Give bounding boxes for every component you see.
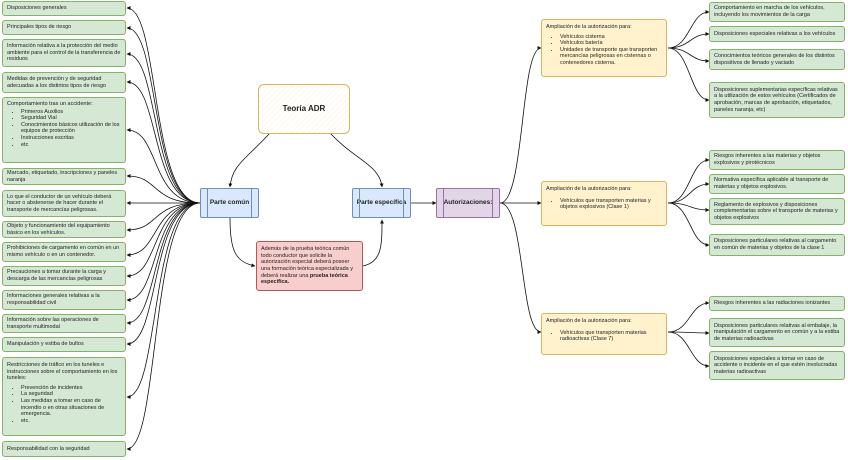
left-item-10: Informaciones generales relativas a la r… — [2, 290, 126, 310]
right-item-5-text: Normativa específica aplicable al transp… — [714, 177, 829, 190]
right-item-3-text: Disposiciones suplementarias específicas… — [714, 86, 838, 113]
left-item-11: Información sobre las operaciones de tra… — [2, 314, 126, 333]
right-item-4: Riesgos inherentes a las materias y obje… — [709, 150, 845, 170]
left-item-14-text: Responsabilidad con la seguridad — [7, 445, 90, 452]
extension-node-0: Ampliación de la autorización para: Vehí… — [541, 19, 667, 77]
left-item-14: Responsabilidad con la seguridad — [2, 441, 126, 457]
right-item-10: Disposiciones especiales a tomar en caso… — [709, 351, 845, 380]
right-item-4-text: Riesgos inherentes a las materias y obje… — [714, 153, 821, 166]
diagram-title-text: Teoría ADR — [282, 103, 326, 113]
extension-node-0-bullet: Vehículos cisterna — [560, 34, 662, 41]
left-item-8: Prohibiciones de cargamento en común en … — [2, 242, 126, 262]
right-item-6: Reglamento de explosivos y disposiciones… — [709, 198, 845, 225]
specific-test-note: Además de la prueba teórica común todo c… — [256, 241, 363, 291]
left-item-8-text: Prohibiciones de cargamento en común en … — [7, 245, 120, 258]
right-item-7-text: Disposiciones particulares relativas al … — [714, 238, 837, 251]
extension-node-2: Ampliación de la autorización para: Vehí… — [541, 313, 667, 355]
extension-node-1: Ampliación de la autorización para: Vehí… — [541, 181, 667, 226]
note-bold-text: prueba teórica específica. — [261, 272, 348, 286]
left-item-7: Objeto y funcionamiento del equipamiento… — [2, 221, 126, 238]
left-item-13-bullet: Las medidas a tomar en caso de incendio … — [21, 398, 121, 418]
right-item-5: Normativa específica aplicable al transp… — [709, 174, 845, 194]
left-item-13: Restricciones de tráfico en los tuneles … — [2, 357, 126, 436]
right-item-0-text: Comportamiento en marcha de los vehículo… — [714, 5, 825, 18]
left-item-2-text: Información relativa a la protección del… — [7, 43, 121, 63]
specific-part-node: Parte específica — [352, 188, 411, 218]
diagram-title: Teoría ADR — [258, 84, 350, 134]
left-item-4-bullet: Conocimientos básicos utilización de los… — [21, 122, 121, 135]
left-item-12-text: Manipulación y estiba de bultos — [7, 341, 84, 348]
right-item-9: Disposiciones particulares relativas al … — [709, 318, 845, 347]
note-text: Además de la prueba teórica común todo c… — [261, 246, 354, 279]
right-item-8: Riesgos inherentes a las radiaciones ion… — [709, 296, 845, 311]
left-item-3-text: Medidas de prevención y de seguridad ade… — [7, 75, 107, 89]
extension-node-0-bullet: Vehículos batería — [560, 40, 662, 47]
right-item-3: Disposiciones suplementarias específicas… — [709, 82, 845, 118]
left-item-2: Información relativa a la protección del… — [2, 39, 126, 67]
left-item-1: Principales tipos de riesgo — [2, 20, 126, 35]
left-item-12: Manipulación y estiba de bultos — [2, 337, 126, 352]
authorizations-node: Autorizaciones: — [436, 188, 500, 218]
specific-test-note-text: Además de la prueba teórica común todo c… — [261, 246, 358, 286]
extension-node-1-text: Ampliación de la autorización para: — [546, 186, 632, 192]
specific-part-label: Parte específica — [356, 198, 407, 206]
left-item-9-text: Precauciones a tomar durante la carga y … — [7, 269, 107, 282]
left-item-13-text: Restricciones de tráfico en los tuneles … — [7, 362, 118, 382]
extension-node-0-list: Vehículos cisterna Vehículos batería Uni… — [546, 34, 662, 67]
left-item-5-text: Marcado, etiquetado, inscripciones y pan… — [7, 169, 118, 183]
left-item-5: Marcado, etiquetado, inscripciones y pan… — [2, 168, 126, 185]
left-item-4-bullet: Primeros Auxilios — [21, 109, 121, 116]
left-item-13-bullet: La seguridad — [21, 391, 121, 398]
left-item-13-list: Prevención de incidentes La seguridad La… — [7, 385, 121, 425]
left-item-1-text: Principales tipos de riesgo — [7, 24, 72, 31]
extension-node-1-bullet: Vehículos que transporten materias y obj… — [560, 198, 662, 211]
left-item-4-bullet: etc — [21, 142, 121, 149]
left-item-4: Comportamiento tras un accidente: Primer… — [2, 97, 126, 163]
left-item-13-bullet: Prevención de incidentes — [21, 385, 121, 392]
left-item-0: Disposiciones generales — [2, 1, 126, 16]
authorizations-label: Autorizaciones: — [443, 198, 493, 206]
common-part-node: Parte común — [200, 188, 259, 218]
right-item-1: Disposiciones especiales relativas a los… — [709, 26, 845, 42]
left-item-6-text: Lo que el conductor de un vehículo deber… — [7, 193, 112, 213]
extension-node-2-bullet: Vehículos que transporten materias radio… — [560, 330, 662, 343]
right-item-9-text: Disposiciones particulares relativas al … — [714, 322, 840, 342]
left-item-9: Precauciones a tomar durante la carga y … — [2, 266, 126, 286]
extension-node-2-list: Vehículos que transporten materias radio… — [546, 330, 662, 343]
left-item-10-text: Informaciones generales relativas a la r… — [7, 293, 100, 306]
extension-node-0-bullet: Unidades de transporte que transporten m… — [560, 47, 662, 67]
left-item-4-list: Primeros Auxilios Seguridad Vial Conocim… — [7, 109, 121, 149]
right-item-10-text: Disposiciones especiales a tomar en caso… — [714, 355, 838, 375]
right-item-2: Conocimientos teóricos generales de los … — [709, 49, 845, 70]
left-item-11-text: Información sobre las operaciones de tra… — [7, 316, 99, 330]
left-item-3: Medidas de prevención y de seguridad ade… — [2, 72, 126, 93]
right-item-6-text: Reglamento de explosivos y disposiciones… — [714, 201, 838, 221]
left-item-0-text: Disposiciones generales — [7, 5, 67, 12]
extension-node-2-text: Ampliación de la autorización para: — [546, 318, 632, 324]
left-item-4-bullet: Instrucciones escritas — [21, 135, 121, 142]
extension-node-1-list: Vehículos que transporten materias y obj… — [546, 198, 662, 211]
right-item-0: Comportamiento en marcha de los vehículo… — [709, 2, 845, 22]
left-item-6: Lo que el conductor de un vehículo deber… — [2, 190, 126, 217]
right-item-8-text: Riesgos inherentes a las radiaciones ion… — [714, 300, 831, 307]
common-part-label: Parte común — [209, 198, 250, 206]
left-item-4-bullet: Seguridad Vial — [21, 115, 121, 122]
left-item-13-bullet: etc. — [21, 418, 121, 425]
right-item-2-text: Conocimientos teóricos generales de los … — [714, 52, 835, 66]
left-item-7-text: Objeto y funcionamiento del equipamiento… — [7, 222, 110, 236]
extension-node-0-text: Ampliación de la autorización para: — [546, 24, 632, 30]
right-item-7: Disposiciones particulares relativas al … — [709, 234, 845, 256]
right-item-1-text: Disposiciones especiales relativas a los… — [714, 30, 836, 37]
left-item-4-text: Comportamiento tras un accidente: — [7, 101, 93, 107]
